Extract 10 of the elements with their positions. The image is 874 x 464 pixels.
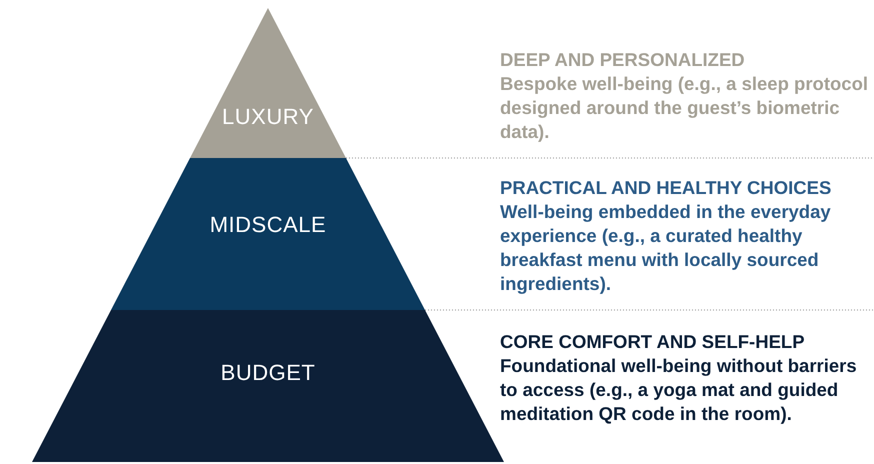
pyramid-tier — [111, 158, 425, 310]
tier-heading: DEEP AND PERSONALIZED — [500, 48, 746, 72]
tier-label: MIDSCALE — [208, 212, 328, 238]
tier-heading: CORE COMFORT AND SELF-HELP — [500, 330, 806, 354]
tier-description: Bespoke well-being (e.g., a sleep protocol designed around the guest’s biometric data). — [500, 72, 870, 144]
tier-label: BUDGET — [220, 360, 316, 386]
tier-label: LUXURY — [221, 104, 315, 130]
tier-heading: PRACTICAL AND HEALTHY CHOICES — [500, 176, 832, 200]
tier-description: Foundational well-being without barriers to access (e.g., a yoga mat and guided meditation QR code in the room). — [500, 354, 858, 426]
tier-description: Well-being embedded in the everyday experience (e.g., a curated healthy breakfast menu with locally sourced ingredients). — [500, 200, 832, 296]
